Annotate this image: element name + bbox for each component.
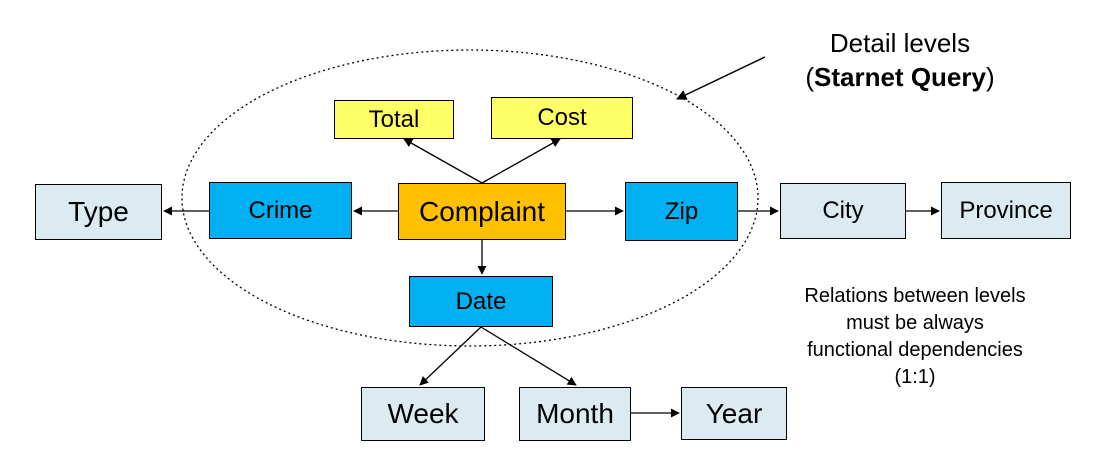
node-cost: Cost: [491, 97, 633, 139]
caption-pointer-arrow: [676, 56, 766, 100]
node-month: Month: [519, 387, 631, 441]
note-line-3: functional dependencies: [807, 339, 1023, 361]
node-date: Date: [409, 276, 553, 327]
edge-complaint-cost: [481, 138, 561, 184]
node-year: Year: [681, 387, 787, 440]
note-line-4: (1:1): [894, 366, 936, 388]
edge-complaint-total: [403, 138, 483, 184]
relations-note: Relations between levels must be always …: [770, 283, 1060, 391]
note-line-2: must be always: [846, 312, 984, 334]
caption-line-1: Detail levels: [829, 28, 971, 58]
node-city: City: [780, 183, 906, 239]
caption-open-paren: (: [805, 62, 815, 92]
edge-date-month: [480, 326, 577, 386]
detail-levels-caption: Detail levels (Starnet Query): [760, 26, 1040, 94]
node-zip: Zip: [625, 182, 738, 241]
edge-date-week: [419, 326, 482, 386]
caption-bold-text: Starnet Query: [814, 62, 986, 92]
node-crime: Crime: [209, 182, 352, 239]
node-province: Province: [941, 182, 1071, 239]
node-total: Total: [334, 100, 454, 139]
caption-close-paren: ): [985, 62, 995, 92]
node-complaint: Complaint: [398, 183, 566, 240]
node-type: Type: [35, 184, 162, 240]
caption-line-2: (Starnet Query): [760, 60, 1040, 94]
detail-levels-ellipse: [181, 49, 759, 347]
node-week: Week: [361, 387, 485, 441]
note-line-1: Relations between levels: [804, 285, 1026, 307]
